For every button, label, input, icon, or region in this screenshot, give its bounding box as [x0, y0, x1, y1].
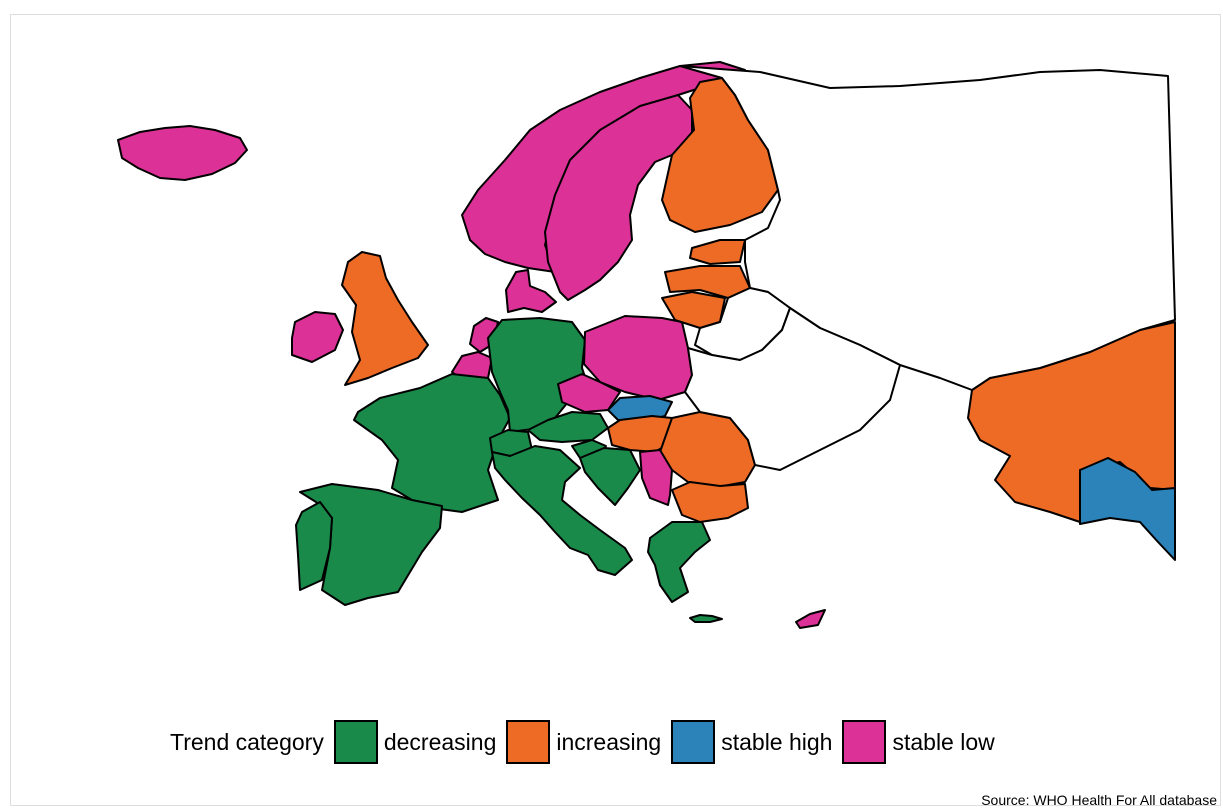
country-malta: [689, 614, 723, 623]
legend-label-decreasing: decreasing: [383, 728, 497, 755]
country-croatia: [579, 447, 641, 506]
country-ireland: [291, 311, 344, 363]
country-denmark: [505, 269, 557, 313]
country-portugal: [295, 501, 333, 591]
legend-item-decreasing: decreasing: [333, 720, 497, 764]
country-france: [353, 373, 511, 513]
country-bulgaria: [671, 481, 749, 523]
source-note: Source: WHO Health For All database: [981, 792, 1217, 808]
country-iceland: [117, 125, 248, 181]
country-serbia: [639, 449, 673, 506]
country-estonia: [689, 239, 746, 265]
legend-label-stable-high: stable high: [721, 728, 833, 755]
country-italy: [491, 445, 633, 576]
legend-item-stable-high: stable high: [671, 720, 832, 764]
legend-title: Trend category: [170, 728, 324, 755]
country-cyprus: [795, 609, 826, 629]
country-united-kingdom: [341, 251, 429, 386]
country-czechia: [557, 373, 621, 413]
country-ukraine: [684, 307, 901, 471]
legend-item-increasing: increasing: [506, 720, 661, 764]
legend-swatch-stable-low: [842, 720, 887, 764]
legend-swatch-stable-high: [671, 720, 716, 764]
country-greece: [647, 521, 711, 603]
legend-label-increasing: increasing: [556, 728, 662, 755]
country-kyrgyzstan: [1079, 457, 1176, 561]
legend-swatch-decreasing: [333, 720, 378, 764]
legend-item-stable-low: stable low: [842, 720, 995, 764]
legend-swatch-increasing: [506, 720, 551, 764]
legend-label-stable-low: stable low: [892, 728, 995, 755]
legend: Trend category decreasing increasing sta…: [170, 718, 1005, 766]
